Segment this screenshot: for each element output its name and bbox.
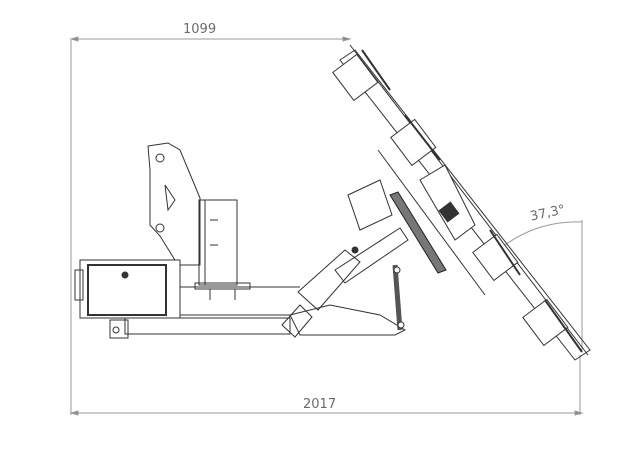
dimension-top-width: 1099 — [183, 22, 217, 37]
actuator — [281, 179, 447, 338]
base-frame — [74, 142, 407, 339]
tilted-rail — [332, 44, 591, 361]
dimension-lines — [69, 36, 584, 416]
dimension-bottom-width: 2017 — [303, 397, 337, 412]
